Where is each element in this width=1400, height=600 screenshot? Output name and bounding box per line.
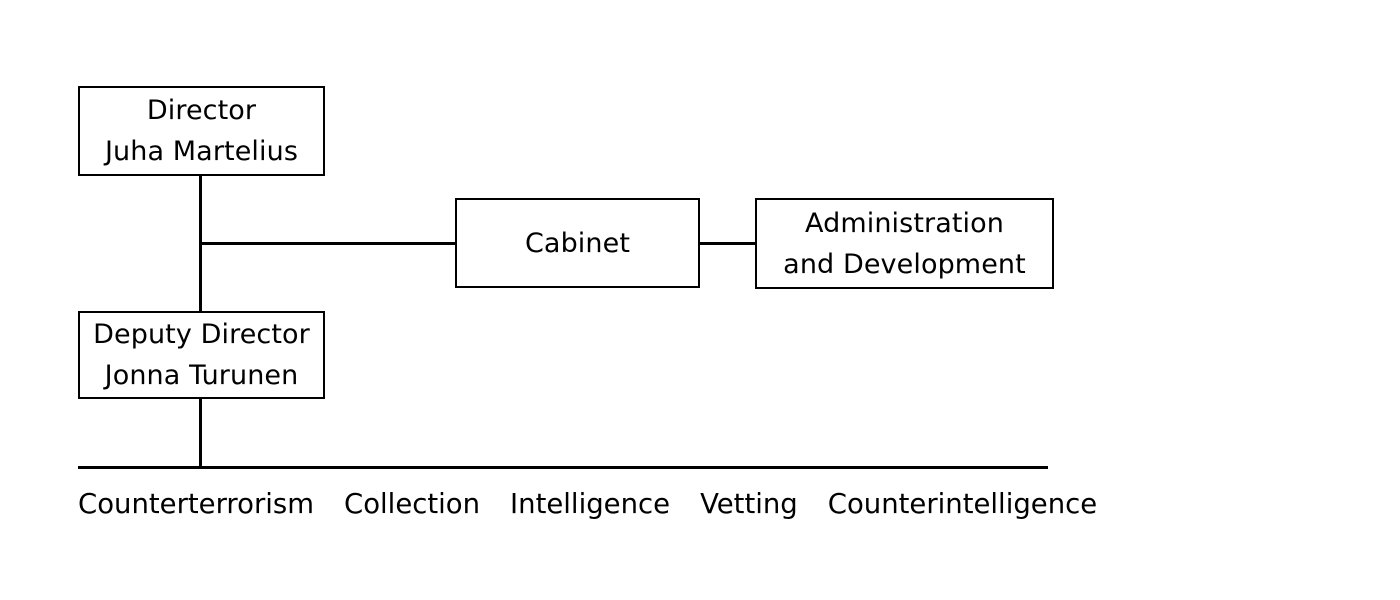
department-label-vetting[interactable]: Vetting bbox=[700, 488, 798, 520]
node-cabinet[interactable]: Cabinet bbox=[455, 198, 700, 288]
department-label-collection[interactable]: Collection bbox=[344, 488, 481, 520]
connector-cabinet-to-administration bbox=[698, 242, 757, 245]
department-label-intelligence[interactable]: Intelligence bbox=[510, 488, 671, 520]
node-director[interactable]: Director Juha Martelius bbox=[78, 86, 325, 176]
department-label-counterterrorism[interactable]: Counterterrorism bbox=[78, 488, 315, 520]
administration-title-line2: and Development bbox=[783, 248, 1026, 280]
administration-title-line1: Administration bbox=[805, 207, 1004, 239]
department-label-counterintelligence[interactable]: Counterintelligence bbox=[827, 488, 1098, 520]
node-administration-and-development[interactable]: Administration and Development bbox=[755, 198, 1054, 289]
connector-trunk-to-cabinet bbox=[199, 242, 457, 245]
department-label-row: Counterterrorism Collection Intelligence… bbox=[78, 486, 1097, 522]
director-title: Director bbox=[146, 95, 257, 126]
deputy-director-person-name: Jonna Turunen bbox=[104, 360, 299, 391]
director-person-name: Juha Martelius bbox=[104, 136, 299, 167]
cabinet-title: Cabinet bbox=[524, 227, 631, 259]
node-deputy-director[interactable]: Deputy Director Jonna Turunen bbox=[78, 311, 325, 399]
connector-department-rail bbox=[78, 466, 1048, 469]
deputy-director-title: Deputy Director bbox=[93, 319, 310, 350]
